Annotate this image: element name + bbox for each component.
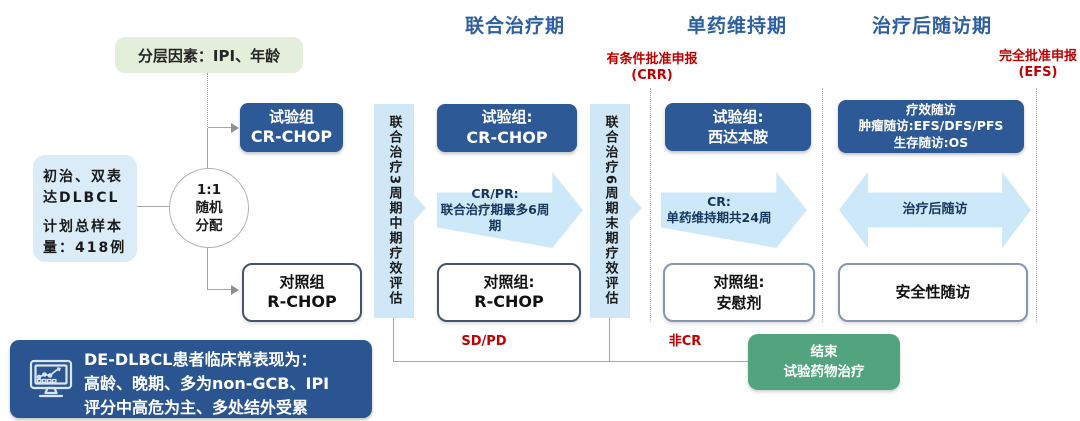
- connector-final-exit: [609, 318, 610, 362]
- arrowhead-icon: [231, 123, 239, 133]
- maintenance-flow-line1: CR:: [707, 193, 731, 209]
- connector-strat-to-branch: [207, 73, 208, 129]
- followup-flow-label: 治疗后随访: [902, 202, 968, 218]
- efficacy-followup-box: 疗效随访 肿瘤随访:EFS/DFS/PFS 生存随访:OS: [838, 100, 1024, 153]
- efficacy-followup-line2: 肿瘤随访:EFS/DFS/PFS: [858, 118, 1004, 134]
- full-approval-line1: 完全批准申报: [998, 49, 1077, 64]
- connector-interim-exit: [393, 318, 394, 362]
- phase-header-followup: 治疗后随访期: [871, 15, 992, 37]
- ctrl-combination-line1: 对照组:: [483, 272, 535, 291]
- arrowhead-icon: [231, 285, 239, 295]
- exp-initial-line1: 试验组: [268, 107, 314, 126]
- end-treatment-line1: 结束: [810, 343, 838, 360]
- connector-to-ctrl-initial: [208, 289, 232, 290]
- full-approval-line2: (EFS): [1018, 65, 1058, 80]
- combination-flow-line2: 联合治疗期最多6周期: [440, 201, 550, 234]
- stratification-label: 分层因素：IPI、年龄: [137, 46, 281, 65]
- monitor-chart-icon: [27, 355, 75, 403]
- connector-to-exp-initial: [208, 127, 232, 128]
- exp-initial-box: 试验组 CR-CHOP: [240, 103, 343, 152]
- efficacy-followup-line3: 生存随访:OS: [893, 134, 969, 150]
- clinical-features-text: DE-DLBCL患者临床常表现为： 高龄、晚期、多为non-GCB、IPI 评分…: [84, 348, 329, 420]
- clinical-features-line3: 评分中高危为主、多处结外受累: [84, 398, 309, 417]
- separator-followup-end: [1036, 88, 1037, 322]
- maintenance-flow-label: CR: 单药维持期共24周: [661, 192, 777, 228]
- sd-pd-label: SD/PD: [461, 334, 507, 349]
- randomization-line3: 分配: [195, 218, 223, 235]
- exp-combination-line1: 试验组:: [481, 108, 533, 127]
- population-line2: 计划总样本量：418例: [43, 219, 127, 256]
- population-line1: 初治、双表达DLBCL: [43, 169, 123, 206]
- final-assessment-bar: 联合治疗6周期末期疗效评估: [590, 104, 630, 318]
- combination-flow-line1: CR/PR:: [471, 185, 519, 201]
- randomization-ratio: 1:1: [196, 181, 222, 198]
- separator-combination-maintenance: [650, 88, 651, 322]
- safety-followup-label: 安全性随访: [895, 283, 971, 302]
- non-cr-label: 非CR: [668, 334, 702, 349]
- final-bar-arrow-icon: [629, 194, 642, 222]
- safety-followup-box: 安全性随访: [838, 263, 1028, 322]
- ctrl-maintenance-line1: 对照组:: [713, 273, 765, 292]
- interim-assessment-label: 联合治疗3周期中期疗效评估: [386, 115, 402, 307]
- stratification-box: 分层因素：IPI、年龄: [115, 37, 303, 73]
- exp-initial-line2: CR-CHOP: [250, 127, 333, 147]
- end-treatment-box: 结束 试验药物治疗: [748, 334, 900, 390]
- ctrl-maintenance-line2: 安慰剂: [716, 293, 762, 312]
- clinical-features-line2: 高龄、晚期、多为non-GCB、IPI: [84, 374, 330, 393]
- ctrl-initial-line2: R-CHOP: [267, 292, 337, 312]
- phase-header-maintenance: 单药维持期: [686, 15, 787, 37]
- phase-header-combination: 联合治疗期: [464, 15, 565, 37]
- efficacy-followup-line1: 疗效随访: [905, 102, 956, 118]
- ctrl-initial-box: 对照组 R-CHOP: [242, 263, 362, 322]
- end-treatment-line2: 试验药物治疗: [783, 364, 865, 380]
- randomization-circle: 1:1 随机 分配: [169, 168, 249, 248]
- clinical-features-box: DE-DLBCL患者临床常表现为： 高龄、晚期、多为non-GCB、IPI 评分…: [10, 340, 372, 418]
- connector-circle-down: [207, 246, 208, 290]
- separator-maintenance-followup: [822, 88, 823, 322]
- exp-combination-line2: CR-CHOP: [466, 127, 548, 147]
- followup-flow-label-wrap: 治疗后随访: [839, 192, 1031, 228]
- exp-maintenance-line1: 试验组:: [712, 107, 764, 126]
- exp-maintenance-line2: 西达本胺: [707, 128, 768, 146]
- ctrl-combination-line2: R-CHOP: [474, 292, 544, 312]
- clinical-features-line1: DE-DLBCL患者临床常表现为：: [84, 350, 317, 369]
- full-approval-note: 完全批准申报 (EFS): [958, 49, 1080, 81]
- ctrl-combination-box: 对照组: R-CHOP: [437, 263, 581, 322]
- conditional-approval-note: 有条件批准申报 (CRR): [572, 52, 732, 84]
- randomization-line2: 随机: [195, 199, 223, 216]
- interim-bar-arrow-icon: [413, 194, 426, 222]
- connector-population-to-circle: [137, 206, 169, 207]
- interim-assessment-bar: 联合治疗3周期中期疗效评估: [374, 104, 414, 318]
- connector-exit-horizontal: [393, 361, 748, 362]
- connector-branch-to-circle: [207, 128, 208, 168]
- maintenance-flow-line2: 单药维持期共24周: [666, 210, 772, 225]
- final-assessment-label: 联合治疗6周期末期疗效评估: [602, 115, 618, 307]
- conditional-approval-line2: (CRR): [631, 68, 673, 83]
- population-box: 初治、双表达DLBCL 计划总样本量：418例: [33, 155, 137, 262]
- exp-maintenance-box: 试验组: 西达本胺: [665, 103, 811, 151]
- conditional-approval-line1: 有条件批准申报: [606, 52, 698, 67]
- exp-combination-box: 试验组: CR-CHOP: [437, 104, 577, 152]
- ctrl-maintenance-box: 对照组: 安慰剂: [663, 263, 815, 322]
- combination-flow-label: CR/PR: 联合治疗期最多6周期: [437, 186, 553, 234]
- ctrl-initial-line1: 对照组: [279, 272, 325, 291]
